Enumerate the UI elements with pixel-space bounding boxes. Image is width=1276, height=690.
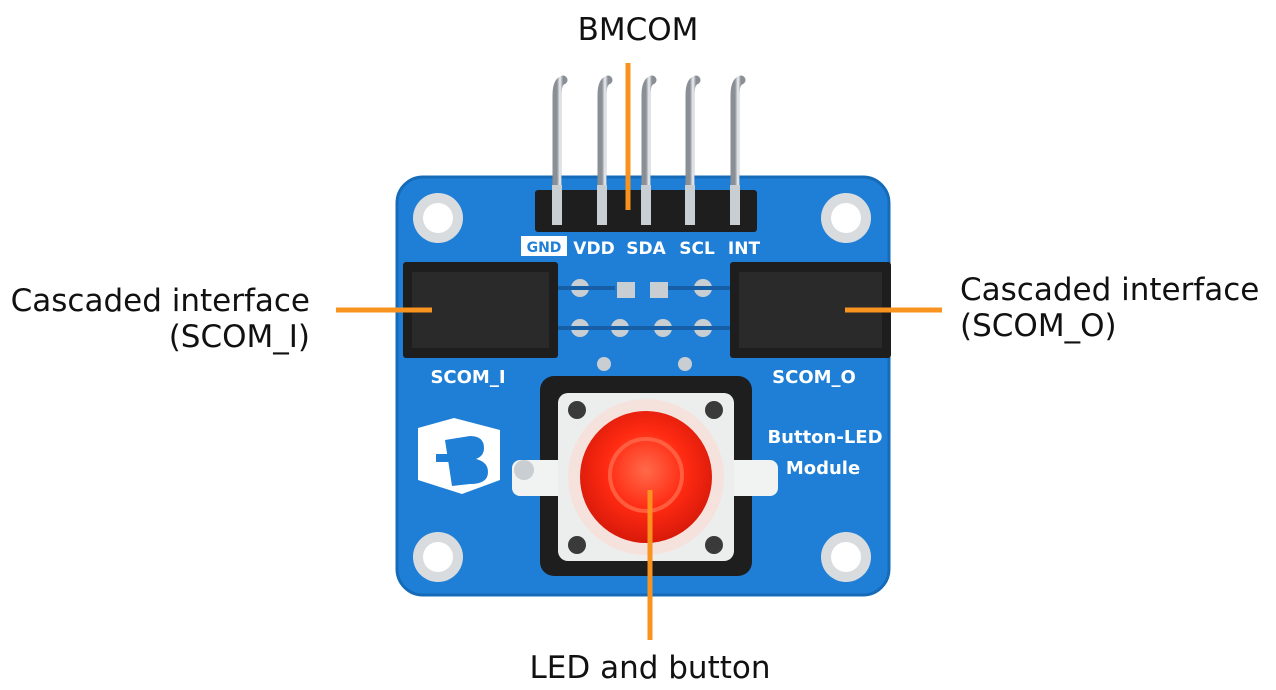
mounting-hole-bottom-left (413, 532, 463, 582)
pin-label-vdd: VDD (573, 239, 614, 259)
callout-label-scom-o-line1: Cascaded interface (960, 272, 1260, 308)
mounting-hole-top-right (821, 193, 871, 243)
callout-label-scom-i-line1: Cascaded interface (10, 283, 310, 319)
pin-label-int: INT (728, 239, 761, 259)
pin-label-scl: SCL (679, 239, 715, 259)
mounting-hole-top-left (413, 193, 463, 243)
bmcom-header-pin-roots (552, 185, 740, 225)
led-cap (580, 411, 712, 543)
callout-label-scom-i-line2: (SCOM_I) (168, 319, 310, 355)
scom-i-connector (403, 262, 558, 358)
mounting-holes (413, 193, 871, 582)
callout-label-led-button: LED and button (529, 650, 771, 686)
callout-label-scom-o: Cascaded interface (SCOM_O) (960, 272, 1259, 344)
brand-logo (418, 418, 500, 494)
callout-lines (336, 63, 942, 640)
callout-label-scom-i: Cascaded interface (SCOM_I) (0, 283, 310, 355)
solder-pads (558, 279, 730, 371)
module-name-line2: Module (786, 458, 860, 479)
connector-label-scom-o: SCOM_O (772, 367, 856, 388)
pin-label-sda: SDA (626, 239, 666, 259)
callout-label-scom-o-line2: (SCOM_O) (960, 308, 1117, 344)
mounting-hole-bottom-right (821, 532, 871, 582)
gnd-label-box (521, 236, 567, 256)
module-name-line1: Button-LED (767, 427, 882, 448)
connector-label-scom-i: SCOM_I (430, 367, 505, 388)
led-button (512, 376, 778, 576)
pin-label-gnd: GND (527, 240, 562, 256)
bmcom-header-pins (552, 75, 746, 200)
callout-label-bmcom: BMCOM (577, 12, 699, 48)
